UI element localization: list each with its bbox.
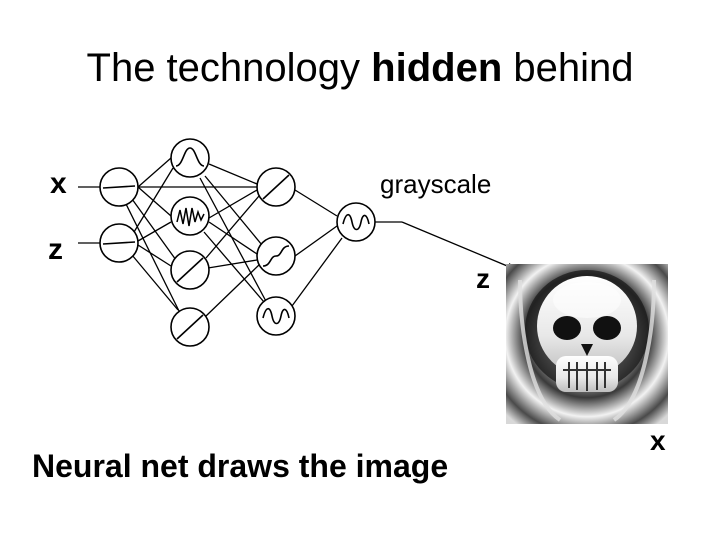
neurons bbox=[99, 138, 376, 347]
generated-image bbox=[506, 264, 668, 424]
input-x-label: x bbox=[50, 167, 67, 200]
image-x-label: x bbox=[650, 425, 666, 456]
neuron-h1-linear-b bbox=[170, 307, 210, 347]
neuron-h2-sigmoid bbox=[256, 236, 296, 276]
neuron-h1-linear-a bbox=[170, 250, 210, 290]
neuron-h1-noise bbox=[170, 196, 210, 236]
title-text-post: behind bbox=[502, 46, 634, 90]
connections bbox=[78, 157, 521, 317]
neuron-h1-gaussian bbox=[170, 138, 210, 178]
slide-title: The technology hidden behind bbox=[0, 40, 720, 96]
neuron-h2-linear bbox=[256, 167, 296, 207]
title-text-pre: The technology bbox=[86, 46, 372, 90]
input-z-label: z bbox=[48, 233, 63, 266]
slide-caption: Neural net draws the image bbox=[32, 448, 449, 484]
neuron-output-sine bbox=[336, 202, 376, 242]
neuron-h2-sine bbox=[256, 296, 296, 336]
output-grayscale-label: grayscale bbox=[380, 169, 492, 199]
skull-icon bbox=[518, 270, 656, 422]
neuron-input-z bbox=[99, 223, 139, 263]
image-z-label: z bbox=[476, 263, 490, 294]
neuron-input-x bbox=[99, 167, 139, 207]
title-text-bold: hidden bbox=[371, 46, 503, 90]
